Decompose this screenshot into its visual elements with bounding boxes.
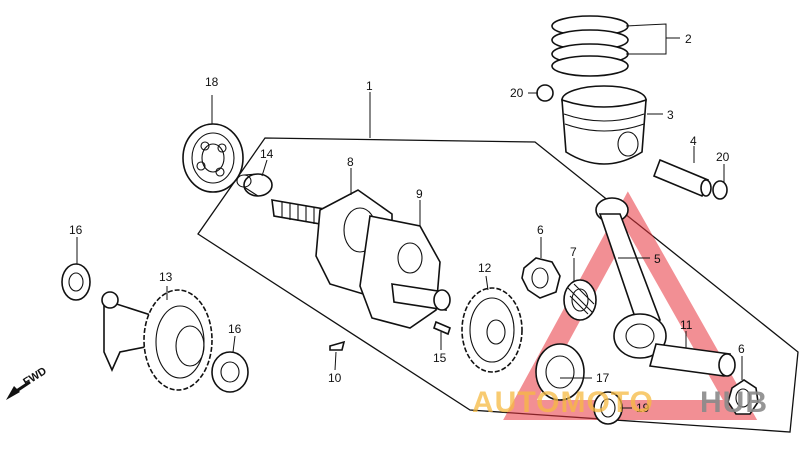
- watermark-logo-text: AUTOMOTO HUB: [472, 386, 768, 419]
- bearing-16-left: [61, 263, 91, 301]
- label-10: 10: [328, 371, 342, 385]
- label-17: 17: [596, 371, 610, 385]
- label-6-lower: 6: [738, 342, 745, 356]
- key-15: [433, 320, 451, 336]
- piston-rings-2: [551, 15, 629, 77]
- label-19: 19: [636, 401, 650, 415]
- label-9: 9: [416, 187, 423, 201]
- label-16-left: 16: [69, 223, 83, 237]
- label-4: 4: [690, 134, 697, 148]
- circlip-20-right: [712, 180, 728, 200]
- label-14: 14: [260, 147, 274, 161]
- balancer-13: [101, 289, 213, 391]
- bushing-14: [236, 173, 273, 197]
- label-13: 13: [159, 270, 173, 284]
- label-16-right: 16: [228, 322, 242, 336]
- gear-12: [461, 287, 523, 373]
- piston-pin-4: [652, 158, 712, 198]
- circlip-20-top: [536, 84, 554, 102]
- label-8: 8: [347, 155, 354, 169]
- label-20-top: 20: [510, 86, 524, 100]
- crankshaft-assembly-outline: [197, 137, 799, 433]
- crankshaft-8-9: [271, 189, 451, 329]
- label-5: 5: [654, 252, 661, 266]
- watermark-text-hub: HUB: [700, 386, 768, 419]
- fwd-label: FWD: [21, 365, 49, 388]
- watermark-text-automoto: AUTOMOTO: [472, 386, 654, 419]
- key-10: [329, 340, 346, 351]
- label-6-upper: 6: [537, 223, 544, 237]
- label-18: 18: [205, 75, 219, 89]
- connecting-rod-5: [595, 197, 667, 359]
- leader-lines: [76, 23, 743, 409]
- label-2: 2: [685, 32, 692, 46]
- washer-6-lower: [727, 379, 759, 415]
- label-1: 1: [366, 79, 373, 93]
- needle-bearing-7: [563, 279, 597, 321]
- forward-direction-arrow: FWD: [6, 365, 49, 400]
- washer-6-upper: [521, 257, 561, 299]
- label-7: 7: [570, 245, 577, 259]
- crank-pin-11: [648, 343, 736, 377]
- bearing-17: [535, 343, 585, 401]
- label-11: 11: [680, 318, 693, 332]
- label-20-right: 20: [716, 150, 730, 164]
- label-3: 3: [667, 108, 674, 122]
- bearing-18: [182, 123, 244, 193]
- label-12: 12: [478, 261, 492, 275]
- bearing-16-right: [211, 351, 249, 393]
- label-15: 15: [433, 351, 447, 365]
- piston-3: [561, 85, 647, 165]
